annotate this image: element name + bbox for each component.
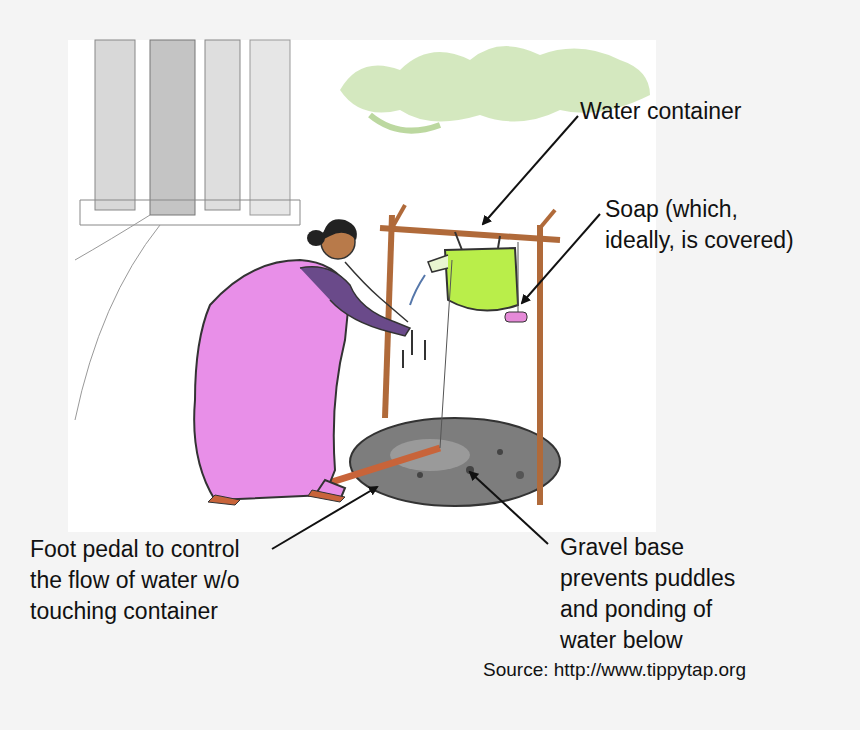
source-note: Source: http://www.tippytap.org: [483, 658, 843, 682]
callout-label: Soap (which, ideally, is covered): [605, 194, 805, 256]
callout-label: Foot pedal to control the flow of water …: [30, 534, 245, 627]
callout-label: Gravel base prevents puddles and ponding…: [560, 532, 750, 656]
callout-label: Water container: [580, 96, 840, 127]
